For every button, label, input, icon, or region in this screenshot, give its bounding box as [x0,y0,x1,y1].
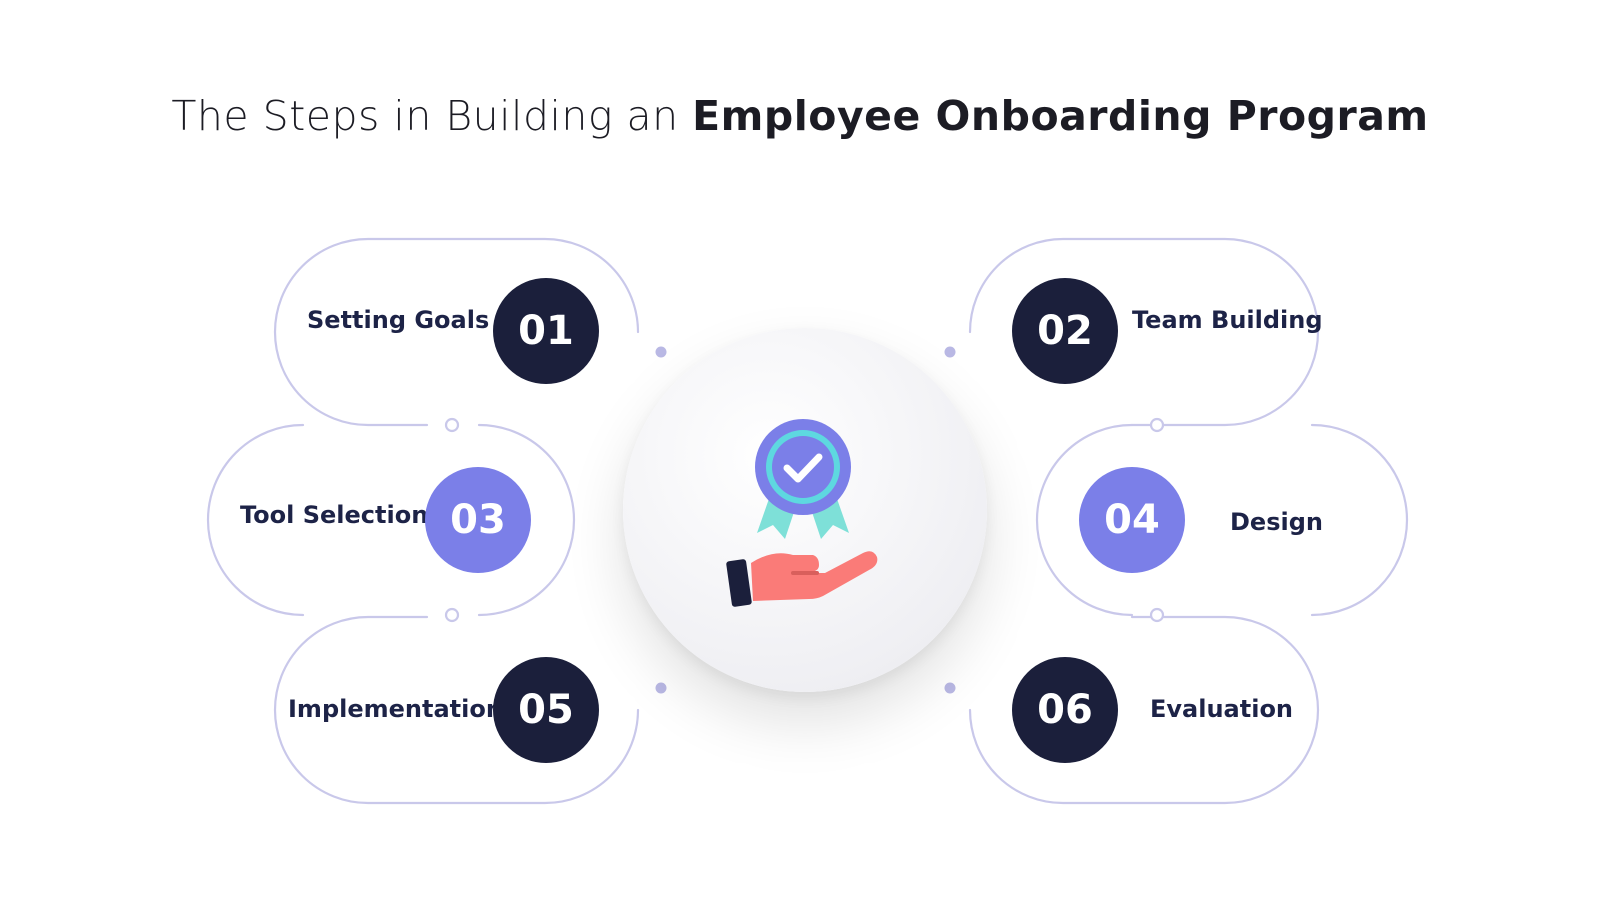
step-label-03: Tool Selection [240,501,429,529]
page-title: The Steps in Building an Employee Onboar… [0,92,1600,140]
connector-dot [1149,417,1165,433]
step-number-badge-02: 02 [1012,278,1118,384]
title-prefix: The Steps in Building an [171,92,679,140]
award-ribbon-in-hand-icon [726,419,878,607]
step-number-badge-06: 06 [1012,657,1118,763]
step-label-05: Implementation [288,695,503,723]
frame-step-06 [968,615,1320,805]
step-number-badge-01: 01 [493,278,599,384]
step-label-04: Design [1230,508,1323,536]
connector-dot [444,607,460,623]
step-number-badge-04: 04 [1079,467,1185,573]
connector-dot [1149,607,1165,623]
step-label-01: Setting Goals [307,306,490,334]
step-number-badge-05: 05 [493,657,599,763]
title-emphasis: Employee Onboarding Program [692,92,1429,140]
frame-step-03-right [477,423,576,617]
connector-dot [944,346,956,358]
frame-step-01 [273,237,640,427]
connector-dot [944,682,956,694]
frame-step-04-left [1035,423,1134,617]
frame-step-02 [968,237,1320,427]
connector-dot [444,417,460,433]
frame-step-03 [206,423,305,617]
connector-dot [655,346,667,358]
step-label-02: Team Building [1132,306,1323,334]
frame-step-04 [1310,423,1409,617]
step-number-badge-03: 03 [425,467,531,573]
frame-step-05 [273,615,640,805]
step-label-06: Evaluation [1150,695,1294,723]
connector-dot [655,682,667,694]
